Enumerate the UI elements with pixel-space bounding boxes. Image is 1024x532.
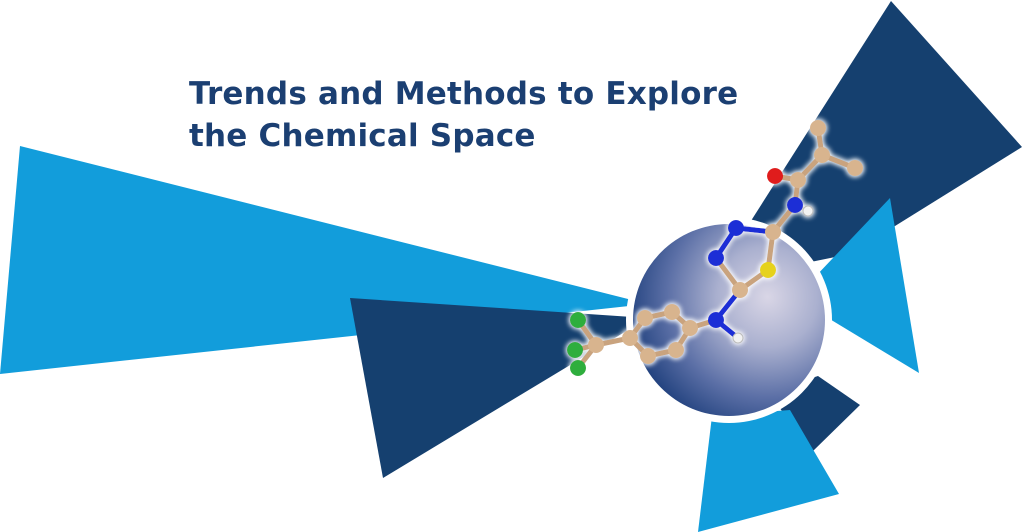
- page-title: Trends and Methods to Explore the Chemic…: [189, 73, 789, 157]
- navy-left-wedge: [350, 298, 648, 478]
- molecule-icon: [567, 120, 863, 376]
- title-line-2: the Chemical Space: [189, 118, 536, 154]
- light-blue-bottom-wedge: [698, 410, 839, 532]
- light-blue-right-wedge: [795, 198, 919, 373]
- title-line-1: Trends and Methods to Explore: [189, 76, 739, 112]
- sphere-icon: [633, 224, 825, 416]
